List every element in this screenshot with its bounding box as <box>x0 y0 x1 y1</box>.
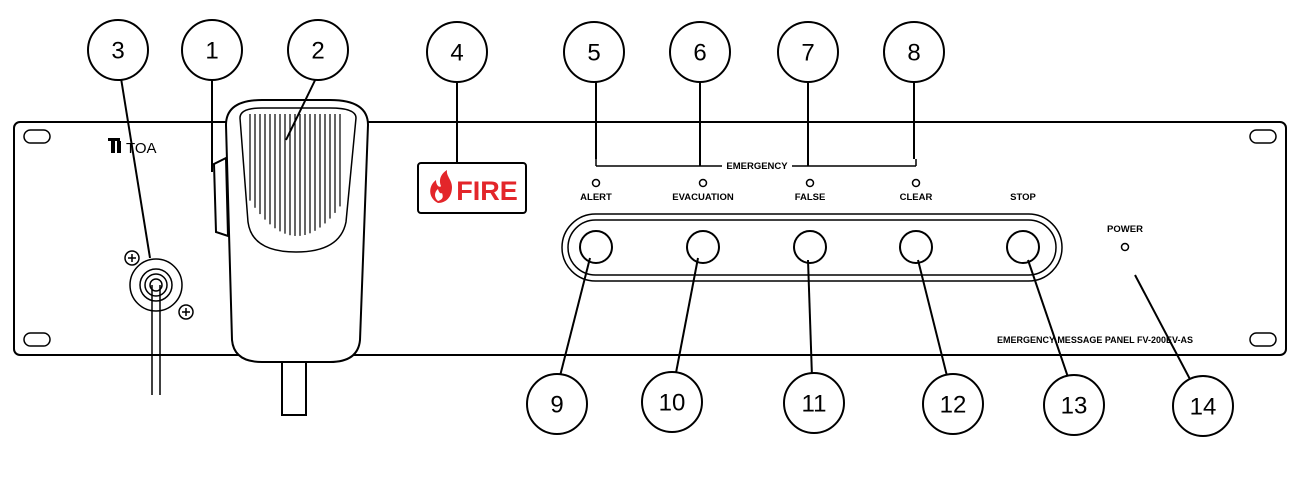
clear-led <box>911 178 921 188</box>
alert-label: ALERT <box>580 192 612 203</box>
leader-line <box>1027 259 1071 384</box>
mount-slot-top-left <box>23 129 51 144</box>
leader-line <box>1134 274 1193 384</box>
leader-line <box>285 69 321 141</box>
ptt-button[interactable] <box>212 156 230 238</box>
callout-2: 2 <box>287 19 349 81</box>
mic-body <box>224 99 370 363</box>
screw-icon <box>178 304 194 320</box>
stop-button[interactable] <box>1006 230 1040 264</box>
clear-button[interactable] <box>899 230 933 264</box>
svg-text:7: 7 <box>801 40 814 67</box>
svg-text:8: 8 <box>907 40 920 67</box>
callout-8: 8 <box>883 21 945 83</box>
svg-text:13: 13 <box>1061 393 1088 420</box>
evacuation-button[interactable] <box>686 230 720 264</box>
callout-13: 13 <box>1043 374 1105 436</box>
mic-grille-area <box>239 107 357 253</box>
callout-4: 4 <box>426 21 488 83</box>
microphone-connector[interactable] <box>124 250 194 320</box>
svg-text:1: 1 <box>205 38 218 65</box>
false-label: FALSE <box>795 192 826 203</box>
fire-label: FIRE <box>456 176 518 206</box>
leader-line <box>807 259 813 378</box>
svg-text:2: 2 <box>311 38 324 65</box>
svg-text:10: 10 <box>659 390 686 417</box>
power-led <box>1120 242 1130 252</box>
model-label: EMERGENCY MESSAGE PANEL FV-200EV-AS <box>997 335 1193 345</box>
svg-text:11: 11 <box>802 391 827 418</box>
evacuation-label: EVACUATION <box>672 192 734 203</box>
false-button[interactable] <box>793 230 827 264</box>
microphone[interactable] <box>212 99 370 416</box>
svg-text:14: 14 <box>1190 394 1217 421</box>
svg-text:4: 4 <box>450 40 463 67</box>
callout-12: 12 <box>922 373 984 435</box>
leader-line <box>558 257 591 381</box>
leader-line <box>119 71 151 259</box>
mount-slot-bottom-left <box>23 332 51 347</box>
svg-text:12: 12 <box>940 392 967 419</box>
callout-10: 10 <box>641 371 703 433</box>
screw-icon <box>124 250 140 266</box>
alert-led <box>591 178 601 188</box>
button-bezel-outer <box>561 213 1063 282</box>
panel-body <box>13 121 1287 356</box>
mount-slot-bottom-right <box>1249 332 1277 347</box>
svg-text:6: 6 <box>693 40 706 67</box>
emergency-label-bg <box>722 158 792 172</box>
fire-sign: FIRE <box>417 162 527 214</box>
mic-grille <box>249 114 341 236</box>
callout-6: 6 <box>669 21 731 83</box>
stop-label: STOP <box>1010 192 1036 203</box>
callout-5: 5 <box>563 21 625 83</box>
callout-9: 9 <box>526 373 588 435</box>
svg-text:9: 9 <box>550 392 563 419</box>
callout-3: 3 <box>87 19 149 81</box>
leader-line <box>917 259 949 381</box>
callout-14: 14 <box>1172 375 1234 437</box>
button-bezel-inner <box>567 219 1057 276</box>
callout-11: 11 <box>783 372 845 434</box>
evacuation-led <box>698 178 708 188</box>
alert-button[interactable] <box>579 230 613 264</box>
svg-text:3: 3 <box>111 38 124 65</box>
power-label: POWER <box>1107 224 1143 235</box>
false-led <box>805 178 815 188</box>
leader-line <box>674 257 699 379</box>
callout-7: 7 <box>777 21 839 83</box>
mic-cord <box>281 359 307 416</box>
callout-1: 1 <box>181 19 243 81</box>
clear-label: CLEAR <box>900 192 933 203</box>
emergency-label: EMERGENCY <box>726 161 788 172</box>
mount-slot-top-right <box>1249 129 1277 144</box>
svg-text:5: 5 <box>587 40 600 67</box>
